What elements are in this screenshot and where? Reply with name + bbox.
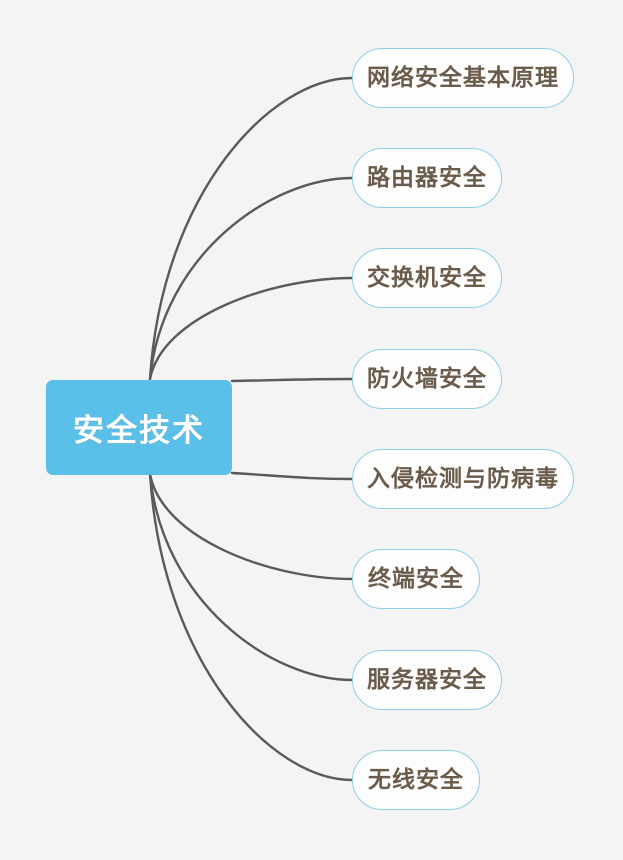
connector-to-child-2 — [148, 176, 354, 381]
child-node-label: 无线安全 — [368, 765, 464, 792]
child-node-label: 路由器安全 — [367, 163, 487, 190]
child-node-label: 服务器安全 — [367, 665, 487, 692]
child-node-5[interactable]: 入侵检测与防病毒 — [352, 449, 574, 509]
connector-to-child-1 — [148, 76, 354, 381]
child-node-4[interactable]: 防火墙安全 — [352, 349, 502, 409]
child-node-3[interactable]: 交换机安全 — [352, 248, 502, 308]
central-node[interactable]: 安全技术 — [46, 380, 232, 475]
child-node-6[interactable]: 终端安全 — [352, 549, 480, 609]
child-node-label: 交换机安全 — [367, 263, 487, 290]
child-node-7[interactable]: 服务器安全 — [352, 650, 502, 710]
child-node-label: 网络安全基本原理 — [367, 63, 559, 90]
connector-to-child-7 — [148, 472, 354, 682]
connector-to-child-8 — [148, 472, 354, 782]
child-node-2[interactable]: 路由器安全 — [352, 148, 502, 208]
central-node-label: 安全技术 — [73, 413, 205, 448]
connector-to-child-3 — [148, 276, 354, 381]
child-node-1[interactable]: 网络安全基本原理 — [352, 48, 574, 108]
connector-to-child-4 — [230, 377, 354, 383]
connector-to-child-5 — [230, 471, 354, 481]
child-node-label: 终端安全 — [368, 564, 464, 591]
connector-to-child-6 — [148, 472, 354, 581]
child-node-8[interactable]: 无线安全 — [352, 750, 480, 810]
child-node-label: 防火墙安全 — [367, 364, 487, 391]
child-node-label: 入侵检测与防病毒 — [367, 464, 559, 491]
